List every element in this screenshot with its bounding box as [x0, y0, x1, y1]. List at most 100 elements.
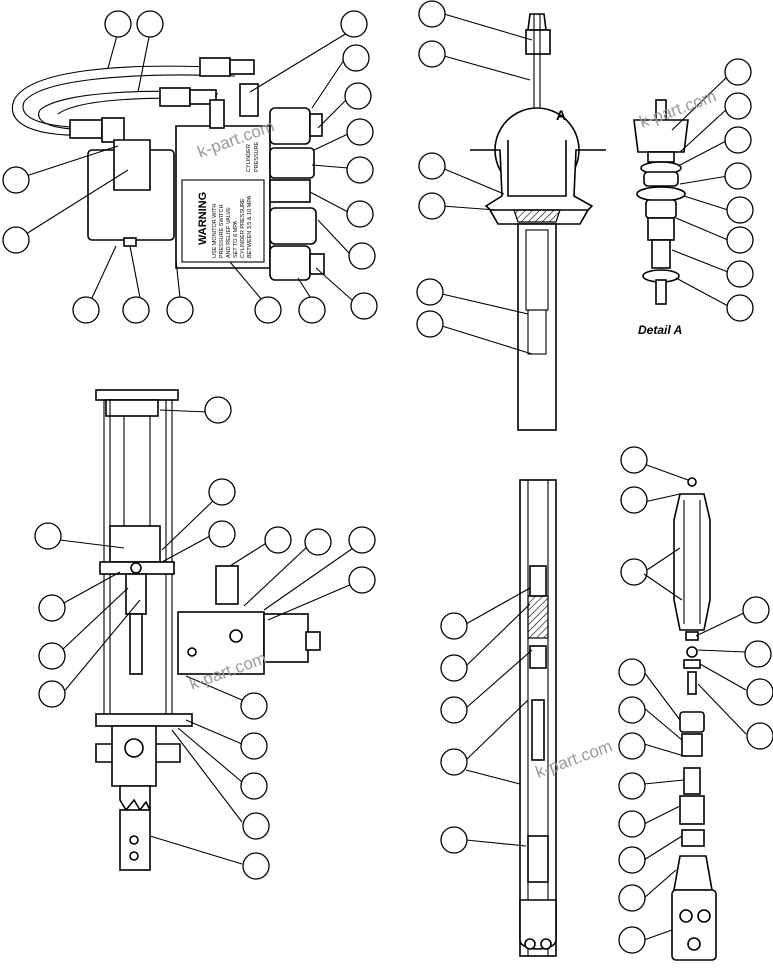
- pressure-port: [239, 83, 259, 117]
- lower-check-2: [527, 835, 549, 883]
- callout-bubble: [298, 296, 326, 324]
- callouts-top-right: [416, 0, 533, 355]
- callout-bubble: [166, 296, 194, 324]
- callout-bubble: [742, 596, 770, 624]
- frame-top-plate: [95, 389, 179, 401]
- detail-tail: [655, 279, 667, 305]
- callout-bubble: [344, 82, 372, 110]
- solenoid-upper-cap: [309, 113, 323, 137]
- inner-seat: [507, 140, 567, 197]
- valve-cartridge: [269, 147, 315, 179]
- callout-bubble: [618, 696, 646, 724]
- callout-bubble: [440, 654, 468, 682]
- warning-title: WARNING: [197, 192, 209, 245]
- detail-washer-2: [636, 186, 686, 202]
- callout-bubble: [724, 162, 752, 190]
- callouts-bottom-middle: [440, 587, 533, 854]
- callouts-detail-a: [671, 58, 754, 322]
- fitting-top: [199, 57, 231, 77]
- cylinder-frame-view: [95, 389, 321, 871]
- solenoid-lower: [269, 207, 317, 245]
- gauge-port: [269, 179, 311, 203]
- callout-bubble: [620, 558, 648, 586]
- exploded-connector: [683, 767, 701, 795]
- side-solenoid: [263, 613, 309, 663]
- exploded-cylinder: [673, 493, 711, 631]
- base-pin: [124, 738, 144, 758]
- callout-bubble: [418, 40, 446, 68]
- cross-plate-bolt: [130, 562, 142, 574]
- callouts-top-left: [2, 10, 378, 324]
- plunger-upper-view: A: [470, 13, 606, 431]
- rod-clevis: [125, 573, 147, 615]
- thread-section: [513, 209, 561, 223]
- callout-bubble: [350, 292, 378, 320]
- callout-bubble: [416, 278, 444, 306]
- fitting-top-b: [229, 59, 255, 75]
- detail-pin: [651, 239, 671, 269]
- shaft-break: [119, 785, 151, 812]
- callout-bubble: [204, 396, 232, 424]
- callout-bubble: [208, 520, 236, 548]
- callout-bubble: [34, 522, 62, 550]
- callout-bubble: [2, 166, 30, 194]
- exploded-seal-stack: [679, 795, 705, 825]
- callout-bubble: [440, 748, 468, 776]
- detail-a-view: Detail A: [633, 99, 689, 337]
- callout-bubble: [416, 310, 444, 338]
- detail-seal-1: [643, 171, 679, 187]
- detail-body: [647, 217, 675, 241]
- exploded-ball: [687, 477, 697, 487]
- callout-bubble: [418, 152, 446, 180]
- solenoid-upper: [269, 107, 311, 145]
- valve-stem: [209, 99, 225, 129]
- callout-bubble: [242, 812, 270, 840]
- pump-coupling: [113, 139, 151, 191]
- callout-bubble: [744, 640, 772, 668]
- callout-bubble: [618, 810, 646, 838]
- lower-check-1: [529, 645, 547, 669]
- pump-drain: [123, 237, 137, 247]
- callout-bubble: [38, 594, 66, 622]
- warning-line-5: CYLINDER PRESSURE: [240, 198, 246, 258]
- side-manifold: [177, 611, 265, 675]
- callout-bubble: [2, 226, 30, 254]
- callout-bubble: [418, 0, 446, 28]
- callout-bubble: [340, 10, 368, 38]
- callout-bubble: [346, 118, 374, 146]
- callouts-bottom-right: [618, 446, 773, 954]
- hose-1: [12, 65, 236, 136]
- frame-bottom-plate: [95, 713, 193, 727]
- callout-bubble: [620, 446, 648, 474]
- callout-bubble: [348, 566, 376, 594]
- lower-valve-seat: [529, 565, 547, 597]
- callout-bubble: [618, 772, 646, 800]
- exploded-cage: [679, 711, 705, 733]
- detail-seal-2: [645, 199, 677, 219]
- detail-spacer: [647, 151, 675, 163]
- exploded-housing: [671, 889, 717, 961]
- callout-bubble: [726, 196, 754, 224]
- lower-exploded-view: [671, 477, 717, 961]
- lower-rod: [531, 699, 545, 761]
- callout-bubble: [38, 642, 66, 670]
- callout-bubble: [746, 678, 773, 706]
- piston-rod: [129, 613, 143, 675]
- callout-bubble: [618, 926, 646, 954]
- side-label-2: PRESSURE: [254, 141, 260, 172]
- elbow-fitting: [101, 117, 125, 143]
- callout-bubble: [38, 680, 66, 708]
- callout-bubble: [620, 486, 648, 514]
- callout-bubble: [72, 296, 100, 324]
- callout-bubble: [240, 772, 268, 800]
- callout-bubble: [264, 526, 292, 554]
- callout-bubble: [746, 722, 773, 750]
- callout-bubble: [726, 260, 754, 288]
- exploded-nut: [681, 733, 703, 757]
- callout-bubble: [254, 296, 282, 324]
- warning-line-6: BETWEEN 3.5 & 10 MPA: [247, 195, 253, 258]
- callout-bubble: [104, 10, 132, 38]
- callout-bubble: [242, 852, 270, 880]
- solenoid-bottom-cap: [309, 253, 325, 275]
- detail-marker: A: [556, 107, 566, 123]
